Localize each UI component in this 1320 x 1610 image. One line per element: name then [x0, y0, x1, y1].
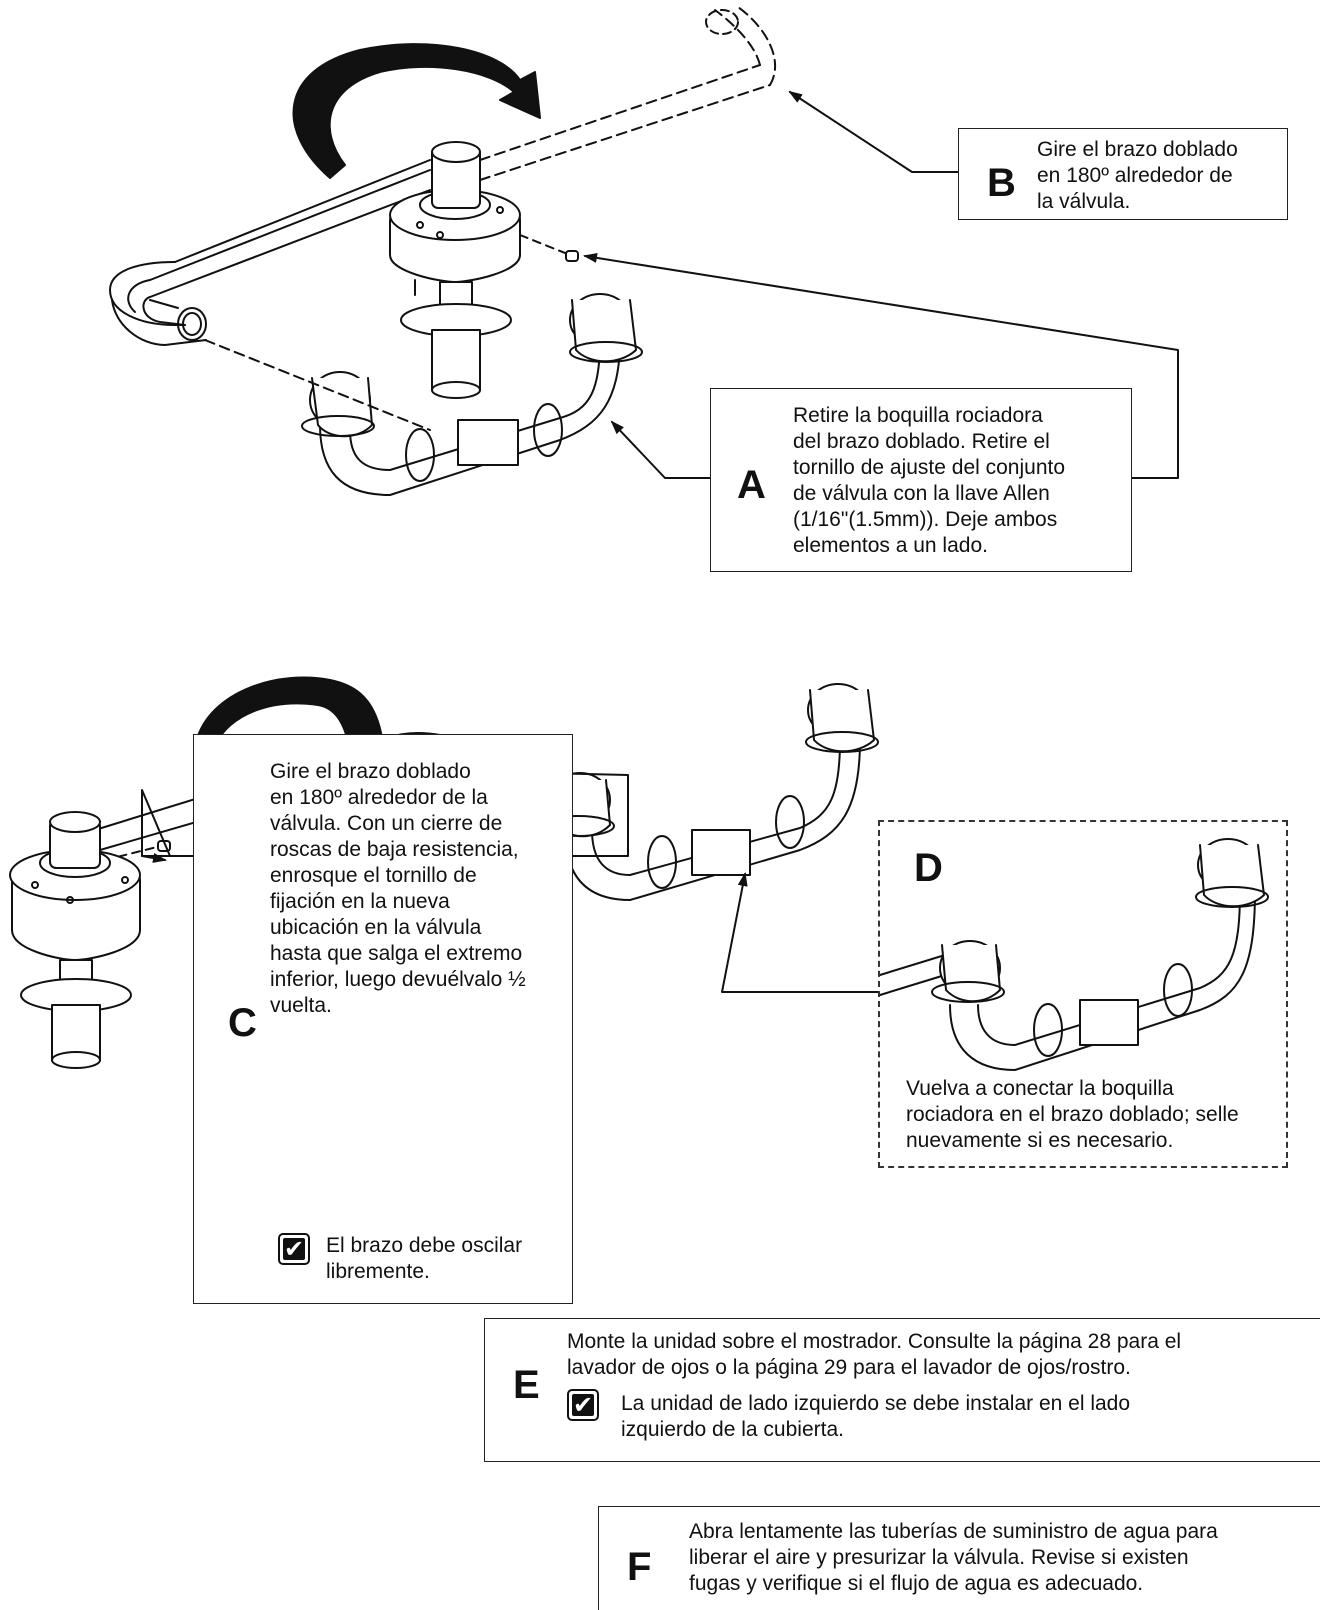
step-a-text: Retire la boquilla rociadora del brazo d… [793, 404, 1066, 557]
step-e-text: Monte la unidad sobre el mostrador. Cons… [567, 1330, 1182, 1379]
step-a-letter: A [737, 463, 766, 507]
step-d-text: Vuelva a conectar la boquilla rociadora … [906, 1077, 1239, 1152]
step-c-check-text: El brazo debe oscilar libremente. [326, 1234, 523, 1283]
spray-head [319, 339, 621, 496]
checkmark-icon: ✔ [278, 1233, 310, 1265]
step-d-letter: D [914, 846, 943, 890]
step-f-text: Abra lentamente las tuberías de suminist… [689, 1520, 1218, 1595]
step-e-callout: E Monte la unidad sobre el mostrador. Co… [484, 1318, 1320, 1462]
step-c-letter: C [228, 1001, 257, 1045]
step-d-panel: D Vuelva a conectar la boquilla rociador… [878, 820, 1288, 1168]
checkmark-icon: ✔ [567, 1389, 599, 1421]
step-f-letter: F [627, 1545, 652, 1589]
step-b-callout: B Gire el brazo doblado en 180º alrededo… [958, 128, 1288, 220]
bent-arm [109, 261, 186, 326]
step-c-callout: C Gire el brazo doblado en 180º alrededo… [193, 734, 573, 1304]
step-b-letter: B [987, 161, 1016, 205]
step-f-callout: F Abra lentamente las tuberías de sumini… [598, 1506, 1320, 1610]
step-e-check-text: La unidad de lado izquierdo se debe inst… [621, 1392, 1131, 1441]
step-b-text: Gire el brazo doblado en 180º alrededor … [1037, 138, 1238, 213]
step-e-letter: E [513, 1363, 540, 1407]
step-c-text: Gire el brazo doblado en 180º alrededor … [270, 760, 526, 1017]
step-a-callout: A Retire la boquilla rociadora del brazo… [710, 388, 1132, 572]
rotation-arrow-icon [292, 43, 541, 179]
